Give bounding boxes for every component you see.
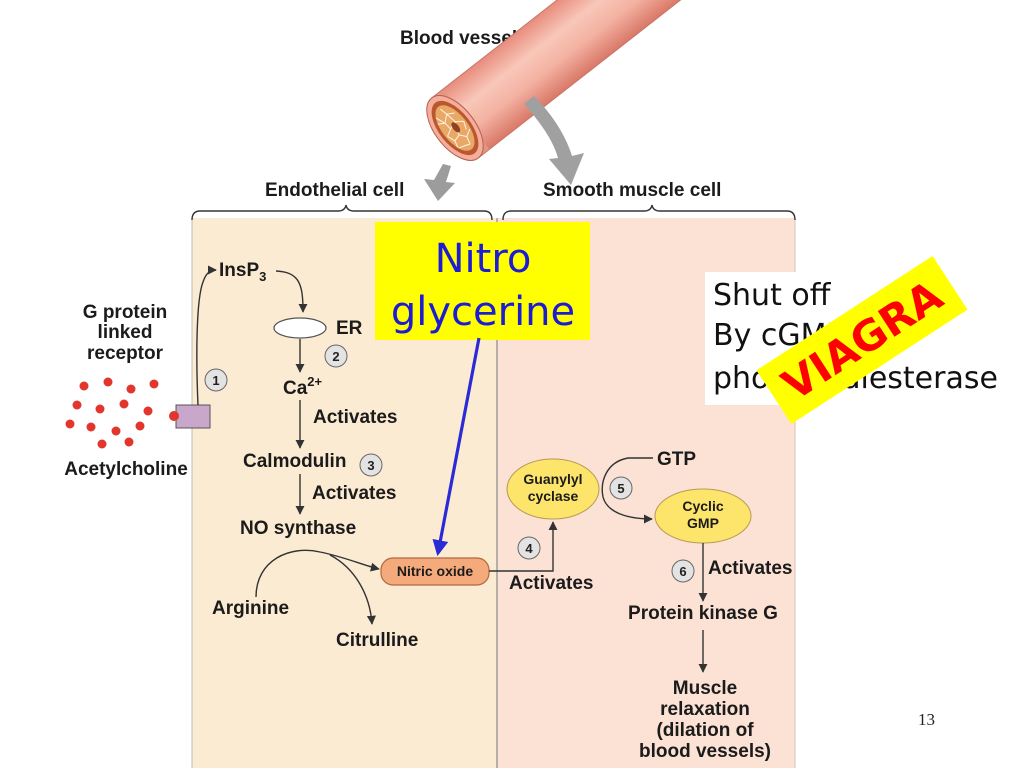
nitroglycerine-line-2: glycerine [391,289,575,335]
arrow-nitric-oxide-to-guanylyl-cyclase [489,521,558,572]
acetylcholine-molecule [119,399,129,409]
g-protein-receptor [175,404,211,429]
step-number: 6 [679,564,686,579]
arrow-gtp-to-cyclic-gmp [601,457,653,524]
cyclic-gmp-label-line-1: Cyclic [682,498,723,514]
viagra-callout-box [756,255,968,425]
arrow-arginine-to-nitric-oxide [255,549,380,598]
step-number: 5 [617,481,624,496]
nitroglycerine-line-1: Nitro [435,236,532,282]
outcome-line-2: relaxation [660,699,750,720]
calcium-label: Ca2+ [283,374,323,399]
arginine-label: Arginine [212,598,289,619]
shutoff-line-1: Shut off [713,278,832,313]
step-6-marker: 6 [671,559,695,583]
activates-label-1: Activates [313,407,398,428]
acetylcholine-molecule [103,377,113,387]
endothelial-cell-label: Endothelial cell [265,180,404,201]
calcium-base: Ca [283,378,308,399]
acetylcholine-molecule [124,437,134,447]
calmodulin-label: Calmodulin [243,451,346,472]
step-number: 2 [332,349,339,364]
er-organelle [273,317,327,339]
er-label: ER [336,318,363,339]
acetylcholine-molecule [65,419,75,429]
outcome-line-1: Muscle [673,678,737,699]
acetylcholine-molecule [149,379,159,389]
acetylcholine-molecule [126,384,136,394]
activates-nitric-oxide-label: Activates [509,573,594,594]
calcium-superscript: 2+ [307,374,322,389]
outcome-line-4: blood vessels) [639,741,771,762]
arrow-to-citrulline [329,554,376,625]
outcome-line-3: (dilation of [656,720,754,741]
cyclic-gmp-label-line-2: GMP [687,515,719,531]
step-number: 4 [525,541,533,556]
step-4-marker: 4 [517,536,541,560]
activates-pkg-label: Activates [708,558,793,579]
acetylcholine-molecule [97,439,107,449]
step-1-marker: 1 [204,368,228,392]
insp3-subscript: 3 [259,269,266,284]
insp3-base: InsP [219,260,259,281]
acetylcholine-molecule [143,406,153,416]
step-number: 1 [212,373,219,388]
guanylyl-cyclase-enzyme [506,458,600,520]
bound-acetylcholine [169,411,179,421]
step-5-marker: 5 [609,476,633,500]
blood-vessel-label: Blood vessel [400,28,517,49]
insp3-label: InsP3 [219,260,266,284]
acetylcholine-molecule [95,404,105,414]
step-3-marker: 3 [359,453,383,477]
acetylcholine-molecules [65,377,159,449]
no-synthase-label: NO synthase [240,518,356,539]
nitroglycerine-callout-box [375,222,590,340]
arrow-to-smooth-muscle [524,96,584,185]
page-number: 13 [918,710,935,729]
acetylcholine-molecule [72,400,82,410]
gtp-label: GTP [657,449,696,470]
guanylyl-cyclase-label-line-1: Guanylyl [523,471,582,487]
acetylcholine-molecule [111,426,121,436]
acetylcholine-molecule [79,381,89,391]
acetylcholine-molecule [86,422,96,432]
acetylcholine-molecule [135,421,145,431]
receptor-label-line-2: linked [98,322,153,343]
arrow-insp3-to-er [275,270,308,313]
citrulline-label: Citrulline [336,630,418,651]
nitroglycerine-arrow [432,337,481,557]
step-number: 3 [367,458,374,473]
smooth-muscle-cell-label: Smooth muscle cell [543,180,721,201]
step-2-marker: 2 [324,344,348,368]
arrow-to-endothelial [424,164,455,201]
activates-label-2: Activates [312,483,397,504]
endothelial-brace [191,204,493,221]
guanylyl-cyclase-label-line-2: cyclase [528,488,579,504]
receptor-label-line-1: G protein [83,302,167,323]
arrow-receptor-to-insp3 [196,265,217,406]
protein-kinase-g-label: Protein kinase G [628,603,778,624]
receptor-label-line-3: receptor [87,343,164,364]
smooth-muscle-brace [502,204,796,221]
acetylcholine-label: Acetylcholine [64,459,188,480]
nitric-oxide-label: Nitric oxide [397,563,473,579]
blood-vessel-illustration [426,0,692,161]
